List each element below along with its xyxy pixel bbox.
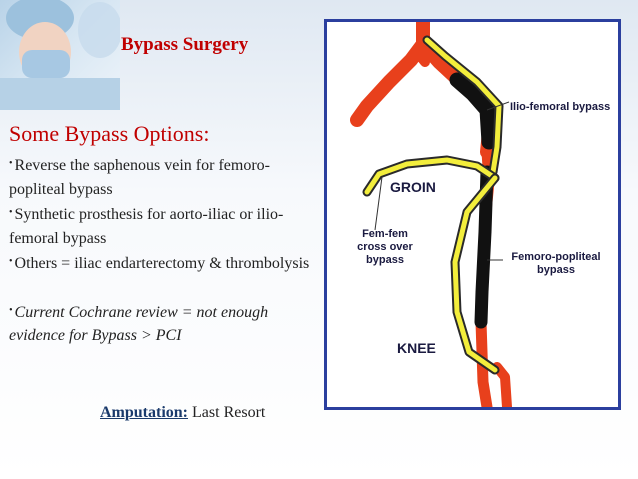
label-groin: GROIN: [390, 179, 436, 195]
callout-fem-fem: [374, 176, 383, 231]
label-fem-fem-line3: bypass: [366, 254, 404, 266]
label-femoro-popliteal-line1: Femoro-popliteal: [511, 251, 601, 263]
bullet-icon: •: [9, 207, 13, 218]
bullet-item: •Reverse the saphenous vein for femoro-p…: [9, 152, 319, 201]
label-femoro-popliteal: Femoro-popliteal bypass: [504, 251, 608, 277]
graft-femoro-popliteal: [452, 175, 498, 373]
bullet-item: •Synthetic prosthesis for aorto-iliac or…: [9, 201, 319, 250]
label-fem-fem-line2: cross over: [357, 241, 413, 253]
slide-title: Bypass Surgery: [121, 34, 249, 55]
slide-subtitle: Some Bypass Options:: [9, 121, 210, 146]
label-fem-fem-line1: Fem-fem: [362, 228, 408, 240]
bullet-icon: •: [9, 304, 13, 316]
amputation-label: Amputation:: [100, 404, 189, 421]
label-ilio-femoral: Ilio-femoral bypass: [510, 101, 611, 113]
note-text: Current Cochrane review = not enough evi…: [9, 303, 269, 345]
bullet-icon: •: [9, 256, 13, 267]
bullet-item: •Current Cochrane review = not enough ev…: [9, 299, 319, 348]
bullet-item: •Others = iliac endarterectomy & thrombo…: [9, 250, 319, 276]
popliteal-artery: [492, 362, 512, 407]
graft-fem-fem: [364, 157, 498, 195]
aorta-branch: [350, 22, 430, 127]
vessel-illustration: [350, 22, 512, 407]
amputation-text: Last Resort: [192, 404, 266, 421]
bullet-icon: •: [9, 158, 13, 169]
bypass-diagram: Ilio-femoral bypass GROIN Fem-fem cross …: [324, 19, 621, 410]
occlusion-iliac: [449, 72, 497, 150]
bullet-text: Reverse the saphenous vein for femoro-po…: [9, 157, 270, 198]
bullet-list: •Reverse the saphenous vein for femoro-p…: [9, 152, 319, 348]
bullet-text: Synthetic prosthesis for aorto-iliac or …: [9, 206, 284, 247]
label-knee: KNEE: [397, 340, 436, 356]
occlusion-femoral: [474, 165, 494, 329]
callout-ilio-femoral: [486, 101, 510, 111]
label-fem-fem: Fem-fem cross over bypass: [355, 228, 415, 267]
surgeon-photo: [0, 0, 120, 110]
amputation-line: Amputation: Last Resort: [100, 404, 265, 422]
graft-ilio-femoral: [424, 37, 502, 175]
bullet-text: Others = iliac endarterectomy & thrombol…: [14, 255, 310, 272]
label-femoro-popliteal-line2: bypass: [537, 264, 575, 276]
